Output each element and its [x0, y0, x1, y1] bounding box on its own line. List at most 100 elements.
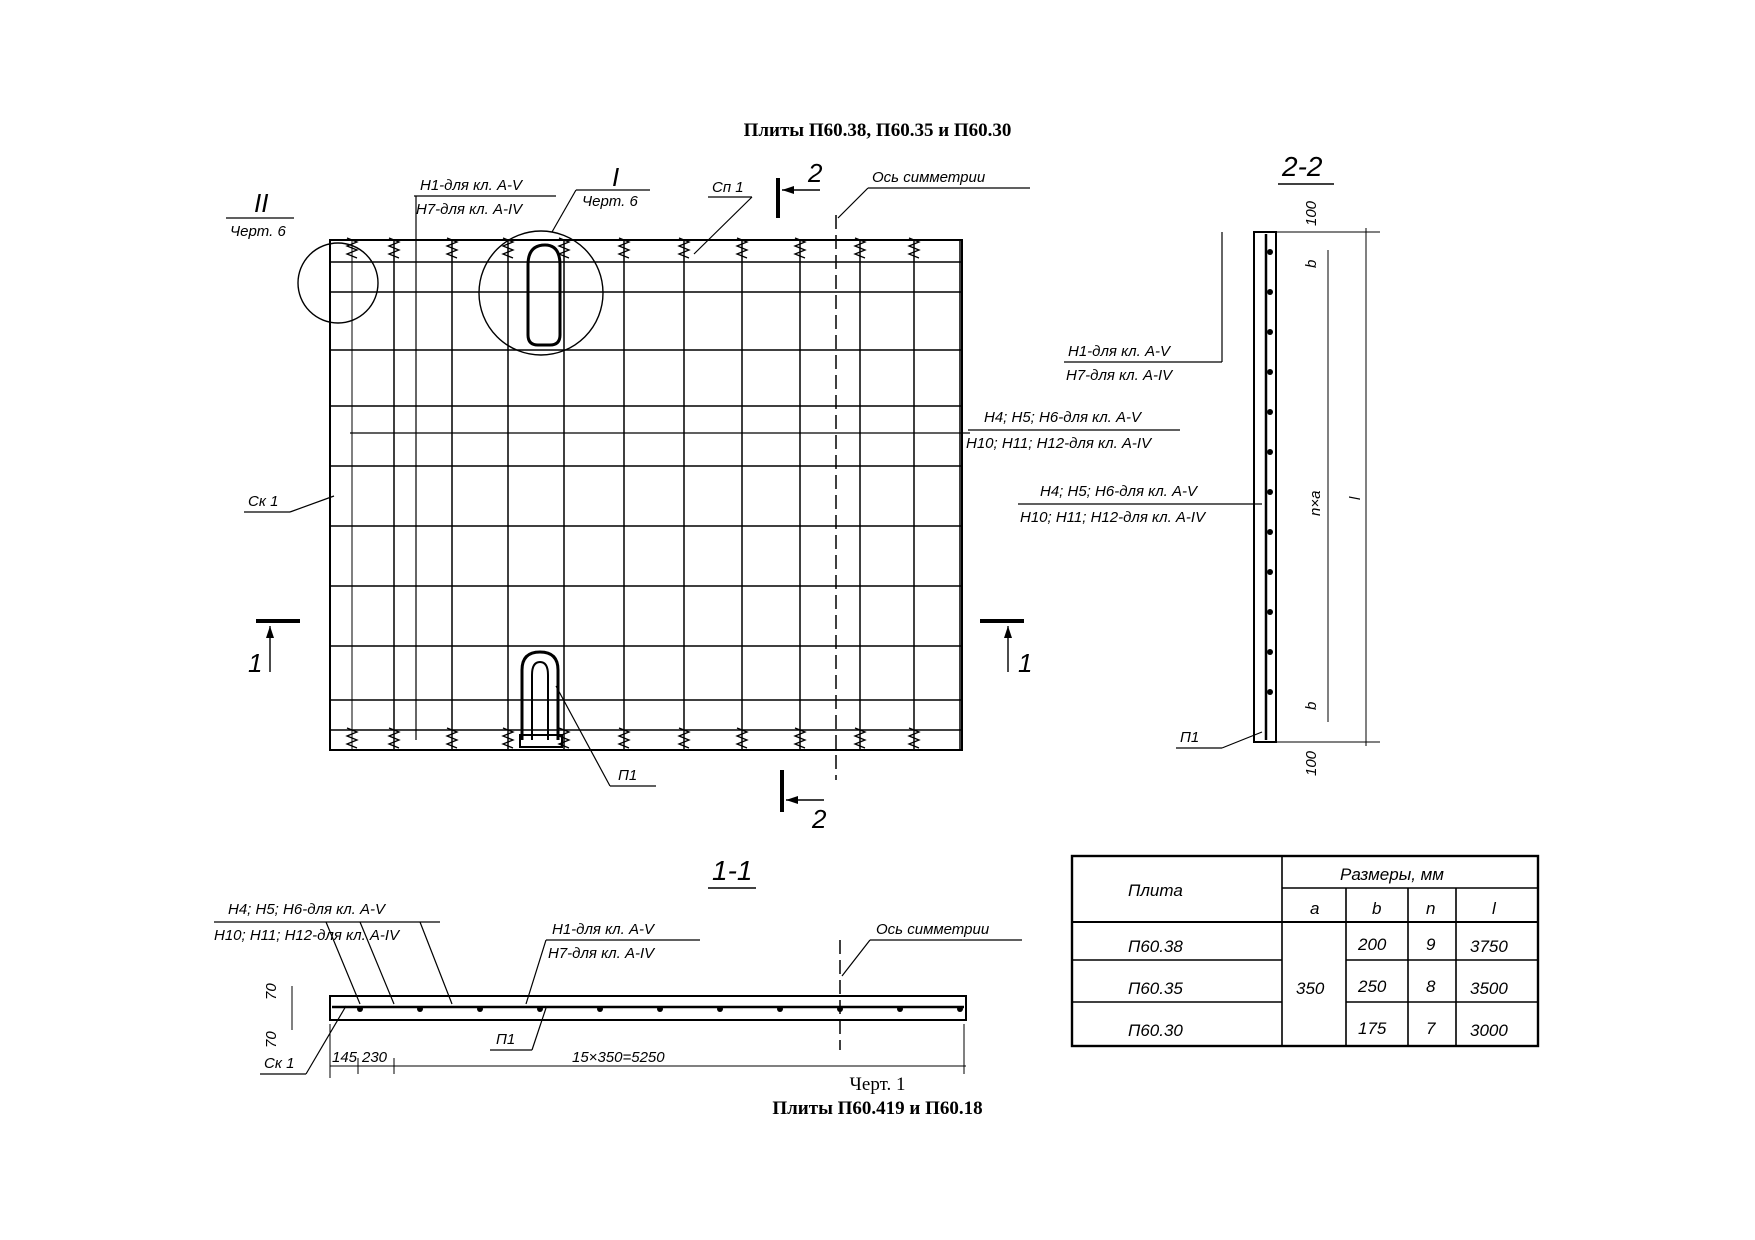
zigzag-spiral [735, 727, 749, 749]
table-row3-plate: П60.30 [1128, 1021, 1183, 1040]
zigzag-spiral [387, 237, 401, 259]
zigzag-spiral [677, 727, 691, 749]
zigzag-spiral [501, 237, 515, 259]
section11-dim-230: 230 [361, 1049, 388, 1066]
section22-rebar-dot [1267, 449, 1273, 455]
section11-n4-line2: Н10; Н11; Н12-для кл. А-IV [214, 927, 401, 944]
table-row2-n: 8 [1426, 977, 1436, 996]
zigzag-spiral [793, 237, 807, 259]
section11-rebar-dot [777, 1006, 783, 1012]
section22-dim-bottom: 100 [1303, 750, 1320, 776]
cut2-bottom-label: 2 [811, 804, 827, 834]
lifting-loop-bottom [520, 650, 560, 740]
lifting-loop-bottom-inner [531, 660, 549, 740]
zigzag-spiral [853, 727, 867, 749]
section11-rebar-dot [837, 1006, 843, 1012]
plan-n4-line2: Н10; Н11; Н12-для кл. А-IV [966, 435, 1153, 452]
section11-dim-span: 15×350=5250 [572, 1049, 665, 1066]
section22-slab [1253, 231, 1277, 743]
detail-I-label: I [612, 162, 619, 192]
section22-rebar-dot [1267, 609, 1273, 615]
plan-p1-label: П1 [618, 767, 637, 784]
section11-dim-70b: 70 [263, 1031, 280, 1048]
section22-title: 2-2 [1281, 151, 1323, 182]
section22-p1-label: П1 [1180, 729, 1199, 746]
cut1-right-label: 1 [1018, 648, 1032, 678]
detail-I-leader [551, 189, 577, 233]
section22-rebar-dots [1267, 249, 1273, 695]
plan-axis-leader [837, 187, 869, 219]
sk1-label: Ск 1 [248, 493, 278, 510]
section11-rebar-dot [657, 1006, 663, 1012]
zigzag-spiral [853, 237, 867, 259]
table-row1-b: 200 [1357, 935, 1387, 954]
lifting-loop-top [526, 243, 562, 347]
zigzag-spiral [735, 237, 749, 259]
section22-n1-line2: Н7-для кл. А-IV [1066, 367, 1174, 384]
section11-sk1: Ск 1 [264, 1055, 294, 1072]
plan-n1-line2: Н7-для кл. А-IV [416, 201, 524, 218]
table-row2-b: 250 [1357, 977, 1387, 996]
plan-p1-leader [555, 685, 611, 787]
section11-slab [329, 995, 967, 1021]
section22-na: n×a [1307, 491, 1324, 516]
table-a-shared: 350 [1296, 979, 1325, 998]
section11-n1-leader [525, 939, 547, 1005]
zigzag-spiral [445, 237, 459, 259]
cut2-top-arrowhead [782, 186, 794, 194]
section11-rebar-dot [597, 1006, 603, 1012]
section22-rebar-dot [1267, 329, 1273, 335]
detail-I-ref: Черт. 6 [582, 193, 638, 210]
table-row1-plate: П60.38 [1128, 937, 1183, 956]
next-section-title: Плиты П60.419 и П60.18 [772, 1098, 983, 1119]
detail-circle-I [478, 230, 604, 356]
section11-rebar-dot [417, 1006, 423, 1012]
zigzag-spiral [501, 727, 515, 749]
table-row3-n: 7 [1426, 1019, 1436, 1038]
table-row2-l: 3500 [1470, 979, 1508, 998]
section11-rebar-dot [537, 1006, 543, 1012]
section22-l: l [1347, 496, 1364, 500]
section22-b-bottom: b [1303, 702, 1320, 710]
sp1-label: Сп 1 [712, 179, 744, 196]
zigzag-spiral [617, 237, 631, 259]
section11-n4-leader-b [359, 921, 395, 1005]
section22-n4-line2: Н10; Н11; Н12-для кл. А-IV [1020, 509, 1207, 526]
table-row2-plate: П60.35 [1128, 979, 1183, 998]
cut1-left-label: 1 [248, 648, 262, 678]
section11-rebar-dot [957, 1006, 963, 1012]
section11-n1-line1: Н1-для кл. А-V [552, 921, 656, 938]
table-row3-b: 175 [1358, 1019, 1387, 1038]
section11-rebar-dot [477, 1006, 483, 1012]
section22-n4-line1: Н4; Н5; Н6-для кл. А-V [1040, 483, 1199, 500]
section22-rebar-dot [1267, 649, 1273, 655]
loop-base [519, 734, 563, 748]
detail-II-label: II [254, 188, 268, 218]
zigzag-spiral [793, 727, 807, 749]
plan-axis-label: Ось симметрии [872, 169, 986, 186]
table-sub-n: n [1426, 899, 1435, 918]
section11-p1: П1 [496, 1031, 515, 1048]
section22-rebar-dot [1267, 249, 1273, 255]
zigzag-spiral [345, 727, 359, 749]
section22-dim-top: 100 [1303, 200, 1320, 226]
table-sub-l: l [1492, 899, 1497, 918]
detail-II-ref: Черт. 6 [230, 223, 286, 240]
section22-rebar-dot [1267, 569, 1273, 575]
section11-axis-label: Ось симметрии [876, 921, 990, 938]
section11-p1-leader [531, 1007, 547, 1051]
section22-rebar-dot [1267, 489, 1273, 495]
section11-rebar-dots [357, 1006, 963, 1012]
zigzag-spiral [445, 727, 459, 749]
section22-rebar-dot [1267, 529, 1273, 535]
table-header-plate: Плита [1128, 881, 1183, 900]
zigzag-spiral [557, 237, 571, 259]
table-row3-l: 3000 [1470, 1021, 1508, 1040]
page-title: Плиты П60.38, П60.35 и П60.30 [743, 120, 1012, 141]
cut1-left-arrowhead [266, 626, 274, 638]
section11-dim-145: 145 [332, 1049, 358, 1066]
zigzag-spiral [387, 727, 401, 749]
section22-rebar-dot [1267, 689, 1273, 695]
section11-axis-leader [841, 939, 871, 977]
